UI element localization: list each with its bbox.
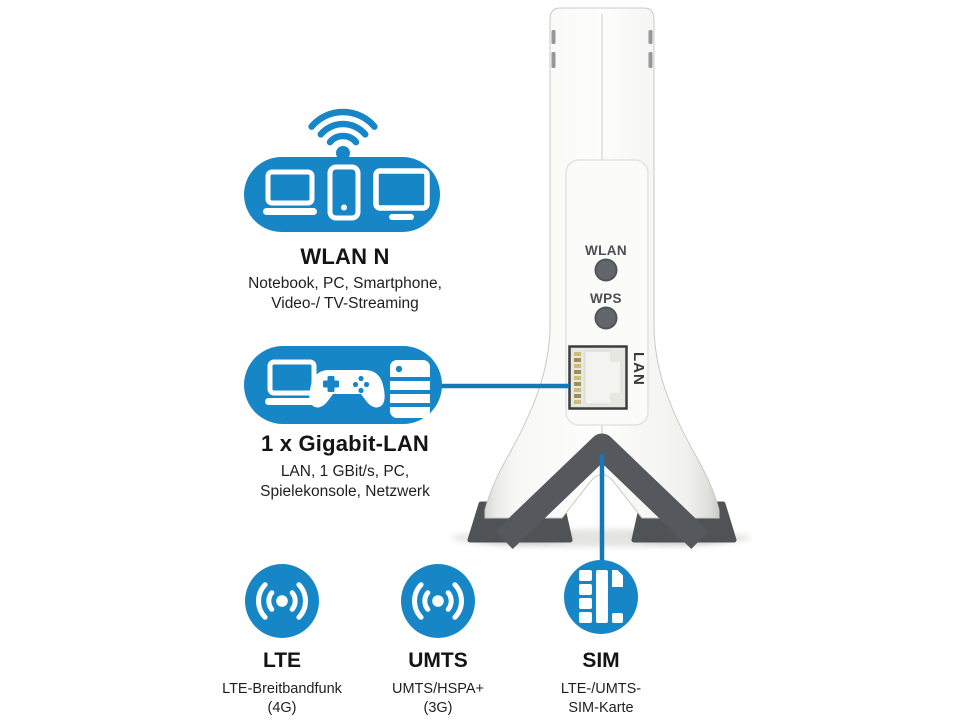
lte-description-line1: LTE-Breitbandfunk (222, 681, 342, 697)
sim-description: LTE-/UMTS- SIM-Karte (526, 680, 676, 718)
lan-port-label: LAN (630, 352, 647, 386)
lte-description: LTE-Breitbandfunk (4G) (197, 680, 367, 718)
brand-marks (551, 30, 653, 68)
tv-icon (373, 168, 430, 220)
wifi-icon (308, 108, 378, 160)
wps-button-label: WPS (590, 291, 622, 306)
ethernet-pins (574, 352, 581, 404)
sim-badge-circle (564, 560, 638, 634)
sim-description-line2: SIM-Karte (568, 700, 634, 716)
wlan-title: WLAN N (300, 244, 390, 269)
lte-title: LTE (262, 649, 302, 672)
gigabit-lan-description: LAN, 1 GBit/s, PC, Spielekonsole, Netzwe… (220, 462, 470, 502)
gamepad-icon (309, 370, 385, 408)
wps-button (594, 306, 618, 330)
wlan-description-line1: Notebook, PC, Smartphone, (248, 275, 442, 292)
sim-description-line1: LTE-/UMTS- (560, 681, 642, 697)
umts-badge-circle (401, 564, 475, 638)
lan-devices-pill (244, 346, 442, 424)
lte-description-line2: (4G) (267, 700, 297, 716)
wlan-description-line2: Video-/ TV-Streaming (271, 295, 419, 312)
router-stand-accent (495, 433, 709, 550)
gigabit-lan-description-line1: LAN, 1 GBit/s, PC, (280, 463, 410, 480)
wlan-devices-pill (244, 157, 440, 232)
smartphone-icon (327, 164, 361, 221)
desktop-tower-icon (390, 360, 430, 418)
umts-description-line2: (3G) (423, 700, 453, 716)
router-device (451, 7, 751, 550)
umts-description: UMTS/HSPA+ (3G) (363, 680, 513, 718)
umts-description-line1: UMTS/HSPA+ (392, 681, 484, 697)
lte-badge-circle (245, 564, 319, 638)
sim-card-icon (579, 570, 623, 623)
sim-title: SIM (582, 649, 620, 672)
wlan-button-label: WLAN (584, 243, 628, 258)
umts-title: UMTS (408, 649, 468, 672)
gigabit-lan-description-line2: Spielekonsole, Netzwerk (260, 483, 430, 500)
gigabit-lan-title: 1 x Gigabit-LAN (260, 431, 429, 456)
lan-port (568, 345, 628, 410)
wlan-description: Notebook, PC, Smartphone, Video-/ TV-Str… (220, 274, 470, 314)
wlan-button (594, 258, 618, 282)
